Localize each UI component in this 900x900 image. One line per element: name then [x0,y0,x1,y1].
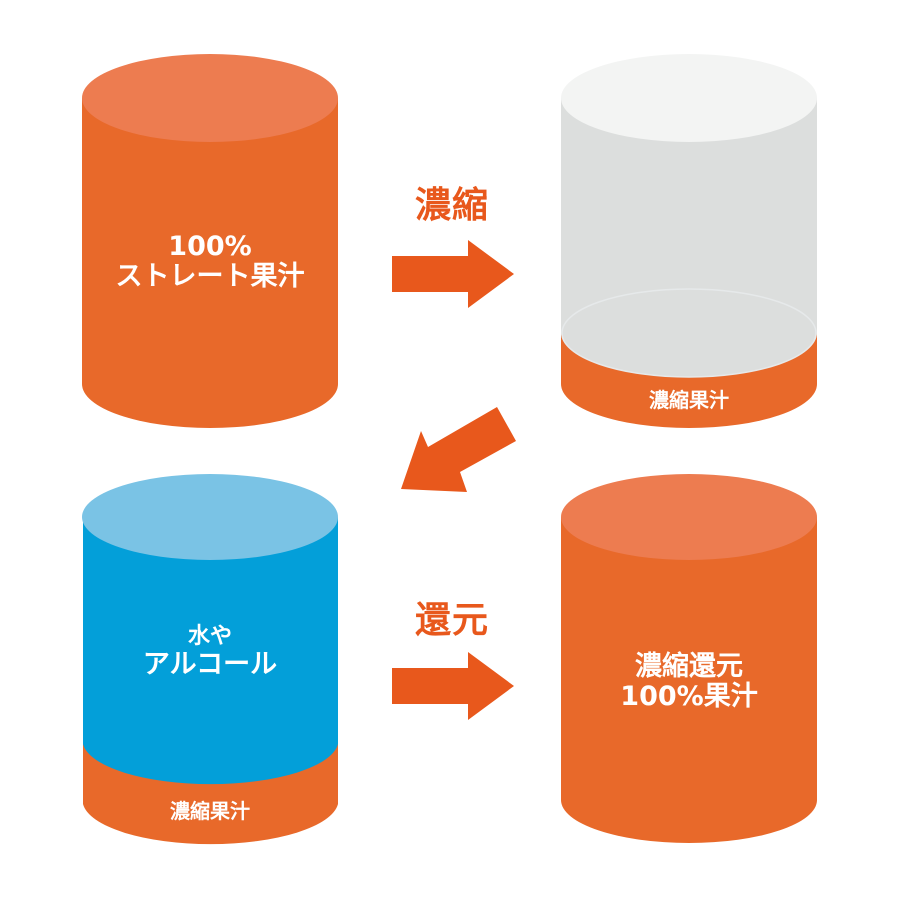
label-line: ストレート果汁 [115,261,305,293]
step-label-concentrate: 濃縮 [414,185,490,226]
cylinder-water-label: 水や アルコール [142,624,278,680]
arrow-down-left-icon [401,407,516,492]
cylinder-reconstituted [561,474,817,843]
label-line: 100% [168,231,252,262]
cylinder-straight-label: 100% ストレート果汁 [115,231,305,293]
label-line: 水や [187,624,233,649]
arrow-right-icon [392,240,514,308]
cylinder-water-alcohol [82,474,338,845]
arrow-right-icon [392,652,514,720]
cylinder-concentrated [561,54,817,428]
concentrated-band-label: 濃縮果汁 [649,388,729,412]
step-label-reconstitute: 還元 [414,600,490,641]
cylinder-reconstituted-label: 濃縮還元 100%果汁 [620,651,758,713]
label-line: 100%果汁 [620,681,758,713]
label-line: 濃縮還元 [634,651,743,682]
water-band-label: 濃縮果汁 [170,799,250,823]
cylinder-straight-juice [82,54,338,428]
label-line: アルコール [142,648,278,680]
